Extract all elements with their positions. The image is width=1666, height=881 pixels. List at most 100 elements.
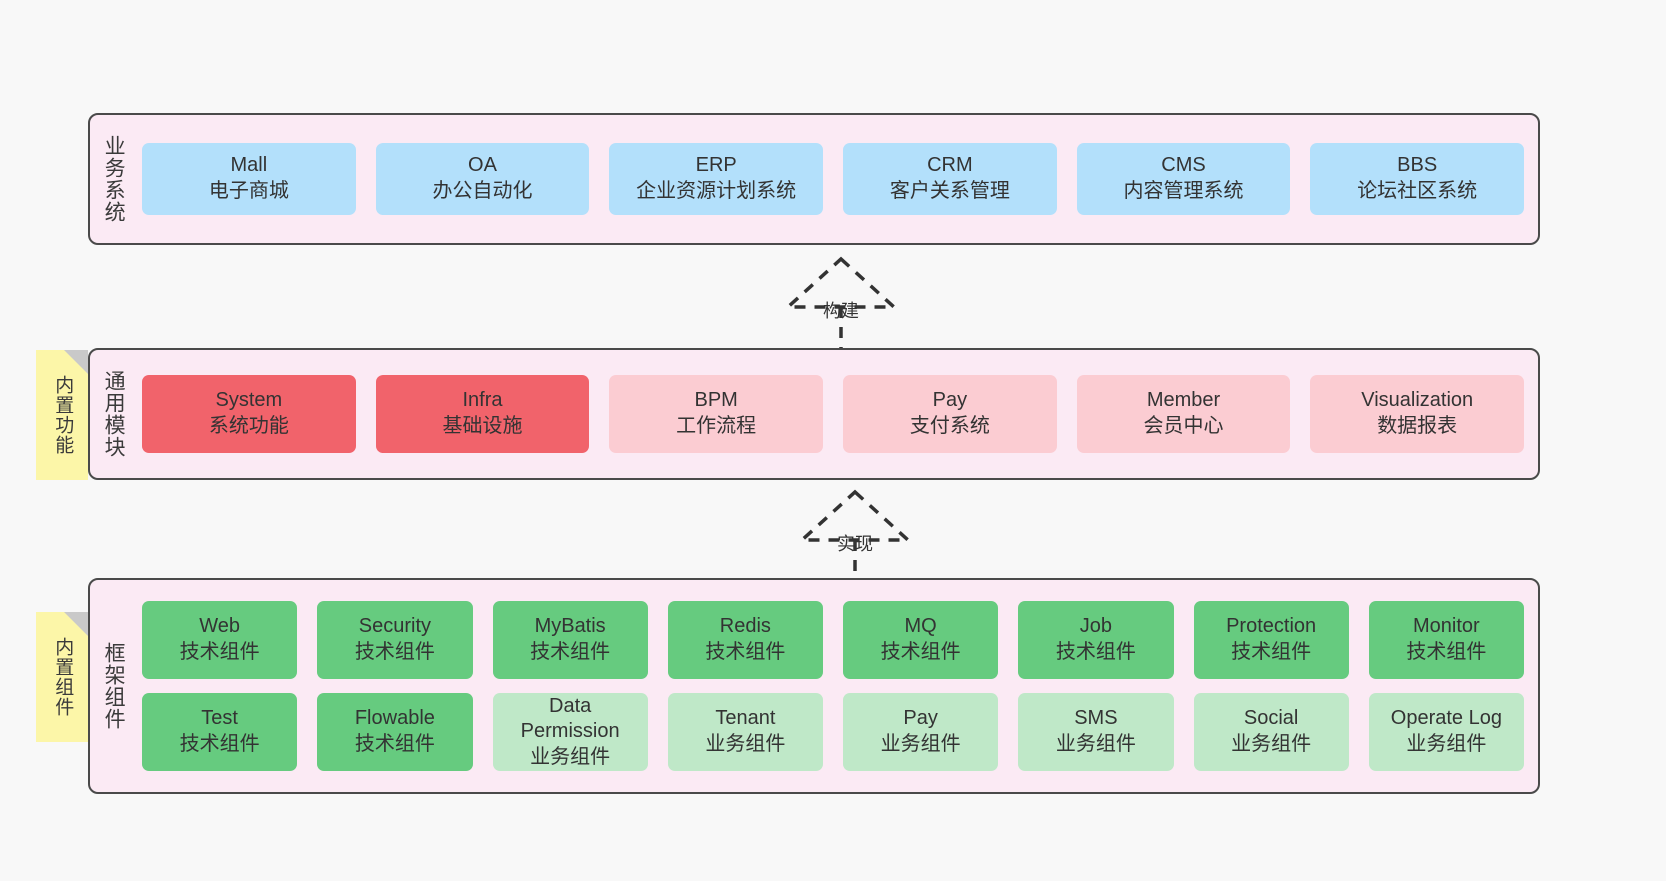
node-mq-en: MQ bbox=[904, 615, 937, 638]
node-security-en: Security bbox=[358, 615, 431, 638]
node-mybatis[interactable]: MyBatis 技术组件 bbox=[492, 601, 648, 679]
node-social-cn: 业务组件 bbox=[1231, 733, 1312, 755]
node-job-cn: 技术组件 bbox=[1055, 641, 1136, 663]
layer-label-business-systems: 业务系统 bbox=[102, 135, 126, 223]
node-mall-en: Mall bbox=[230, 154, 268, 177]
node-bpm-cn: 工作流程 bbox=[676, 415, 757, 437]
node-mq[interactable]: MQ 技术组件 bbox=[843, 601, 999, 679]
node-oa-en: OA bbox=[468, 154, 497, 177]
node-tenant[interactable]: Tenant 业务组件 bbox=[667, 693, 823, 771]
node-visualization[interactable]: Visualization 数据报表 bbox=[1310, 375, 1525, 453]
business-systems-row: Mall 电子商城 OA 办公自动化 ERP 企业资源计划系统 CRM 客户关系… bbox=[142, 143, 1525, 215]
node-social-en: Social bbox=[1243, 707, 1299, 730]
node-bpm[interactable]: BPM 工作流程 bbox=[609, 375, 824, 453]
layer-body-general-modules: System 系统功能 Infra 基础设施 BPM 工作流程 Pay 支付系统… bbox=[136, 350, 1538, 478]
node-web-en: Web bbox=[199, 615, 240, 638]
node-monitor[interactable]: Monitor 技术组件 bbox=[1368, 601, 1524, 679]
node-test-cn: 技术组件 bbox=[179, 733, 260, 755]
node-flowable-cn: 技术组件 bbox=[354, 733, 435, 755]
node-monitor-cn: 技术组件 bbox=[1406, 641, 1487, 663]
node-oa[interactable]: OA 办公自动化 bbox=[375, 143, 590, 215]
node-flowable-en: Flowable bbox=[354, 707, 435, 730]
node-security-cn: 技术组件 bbox=[354, 641, 435, 663]
sticky-note-builtin-components: 内置组件 bbox=[36, 612, 88, 742]
node-redis-cn: 技术组件 bbox=[705, 641, 786, 663]
node-tenant-en: Tenant bbox=[715, 707, 776, 730]
node-redis-en: Redis bbox=[719, 615, 771, 638]
node-security[interactable]: Security 技术组件 bbox=[317, 601, 473, 679]
node-infra-en: Infra bbox=[462, 389, 503, 412]
node-pay-module[interactable]: Pay 支付系统 bbox=[843, 375, 1057, 453]
node-member-en: Member bbox=[1146, 389, 1221, 412]
node-pay-component-en: Pay bbox=[903, 707, 938, 730]
framework-business-row: Test 技术组件 Flowable 技术组件 Data Permission … bbox=[142, 693, 1524, 771]
layer-body-framework-components: Web 技术组件 Security 技术组件 MyBatis 技术组件 Redi… bbox=[136, 580, 1538, 792]
connector-build-label: 构建 bbox=[823, 301, 859, 321]
node-system-en: System bbox=[215, 389, 283, 412]
node-data-permission-en: Data Permission bbox=[520, 694, 620, 743]
node-operate-log[interactable]: Operate Log 业务组件 bbox=[1368, 693, 1524, 771]
node-infra-cn: 基础设施 bbox=[442, 415, 523, 437]
sticky-note-fold-icon bbox=[64, 612, 88, 636]
node-flowable[interactable]: Flowable 技术组件 bbox=[317, 693, 473, 771]
node-job-en: Job bbox=[1079, 615, 1112, 638]
node-operate-log-cn: 业务组件 bbox=[1406, 733, 1487, 755]
connector-build-arrow bbox=[783, 256, 899, 351]
connector-implement-arrow bbox=[797, 489, 913, 584]
layer-general-modules: 通用模块 System 系统功能 Infra 基础设施 BPM 工作流程 Pay… bbox=[88, 348, 1540, 480]
node-sms-en: SMS bbox=[1074, 707, 1118, 730]
node-data-permission-cn: 业务组件 bbox=[530, 745, 611, 768]
node-protection-cn: 技术组件 bbox=[1231, 641, 1312, 663]
node-cms[interactable]: CMS 内容管理系统 bbox=[1076, 143, 1291, 215]
node-web[interactable]: Web 技术组件 bbox=[142, 601, 298, 679]
layer-body-business-systems: Mall 电子商城 OA 办公自动化 ERP 企业资源计划系统 CRM 客户关系… bbox=[136, 115, 1538, 243]
node-pay-module-en: Pay bbox=[932, 389, 968, 412]
node-protection[interactable]: Protection 技术组件 bbox=[1193, 601, 1349, 679]
node-job[interactable]: Job 技术组件 bbox=[1018, 601, 1174, 679]
node-erp-cn: 企业资源计划系统 bbox=[636, 180, 797, 202]
node-social[interactable]: Social 业务组件 bbox=[1193, 693, 1349, 771]
node-erp[interactable]: ERP 企业资源计划系统 bbox=[609, 143, 824, 215]
node-member[interactable]: Member 会员中心 bbox=[1076, 375, 1291, 453]
node-monitor-en: Monitor bbox=[1413, 615, 1480, 638]
node-tenant-cn: 业务组件 bbox=[705, 733, 786, 755]
sticky-note-builtin-functions: 内置功能 bbox=[36, 350, 88, 480]
layer-framework-components: 框架组件 Web 技术组件 Security 技术组件 MyBatis 技术组件… bbox=[88, 578, 1540, 794]
node-test[interactable]: Test 技术组件 bbox=[142, 693, 298, 771]
layer-business-systems: 业务系统 Mall 电子商城 OA 办公自动化 ERP 企业资源计划系统 CRM… bbox=[88, 113, 1540, 245]
node-mybatis-cn: 技术组件 bbox=[530, 641, 611, 663]
node-pay-component[interactable]: Pay 业务组件 bbox=[843, 693, 999, 771]
node-mybatis-en: MyBatis bbox=[534, 615, 606, 638]
node-bbs-en: BBS bbox=[1397, 154, 1438, 177]
node-infra[interactable]: Infra 基础设施 bbox=[375, 375, 590, 453]
node-oa-cn: 办公自动化 bbox=[432, 180, 533, 202]
node-mall[interactable]: Mall 电子商城 bbox=[142, 143, 356, 215]
node-erp-en: ERP bbox=[695, 154, 737, 177]
connector-implement-label: 实现 bbox=[837, 534, 873, 554]
node-cms-cn: 内容管理系统 bbox=[1123, 180, 1244, 202]
node-pay-module-cn: 支付系统 bbox=[909, 415, 990, 437]
node-protection-en: Protection bbox=[1226, 615, 1317, 638]
framework-tech-row: Web 技术组件 Security 技术组件 MyBatis 技术组件 Redi… bbox=[142, 601, 1524, 679]
layer-label-general-modules: 通用模块 bbox=[102, 370, 126, 458]
connector-implement: 实现 bbox=[770, 488, 940, 588]
node-visualization-cn: 数据报表 bbox=[1377, 415, 1458, 437]
node-cms-en: CMS bbox=[1161, 154, 1206, 177]
sticky-note-builtin-components-label: 内置组件 bbox=[52, 637, 74, 717]
node-system-cn: 系统功能 bbox=[208, 415, 289, 437]
node-sms-cn: 业务组件 bbox=[1055, 733, 1136, 755]
general-modules-row: System 系统功能 Infra 基础设施 BPM 工作流程 Pay 支付系统… bbox=[142, 375, 1525, 453]
sticky-note-fold-icon bbox=[64, 350, 88, 374]
node-system[interactable]: System 系统功能 bbox=[142, 375, 356, 453]
node-test-en: Test bbox=[201, 707, 238, 730]
node-crm-cn: 客户关系管理 bbox=[889, 180, 1010, 202]
node-crm[interactable]: CRM 客户关系管理 bbox=[843, 143, 1057, 215]
node-operate-log-en: Operate Log bbox=[1390, 707, 1502, 730]
node-bbs[interactable]: BBS 论坛社区系统 bbox=[1310, 143, 1525, 215]
node-redis[interactable]: Redis 技术组件 bbox=[667, 601, 823, 679]
node-sms[interactable]: SMS 业务组件 bbox=[1018, 693, 1174, 771]
node-mq-cn: 技术组件 bbox=[880, 641, 961, 663]
node-data-permission[interactable]: Data Permission 业务组件 bbox=[492, 693, 648, 771]
node-bbs-cn: 论坛社区系统 bbox=[1357, 180, 1478, 202]
